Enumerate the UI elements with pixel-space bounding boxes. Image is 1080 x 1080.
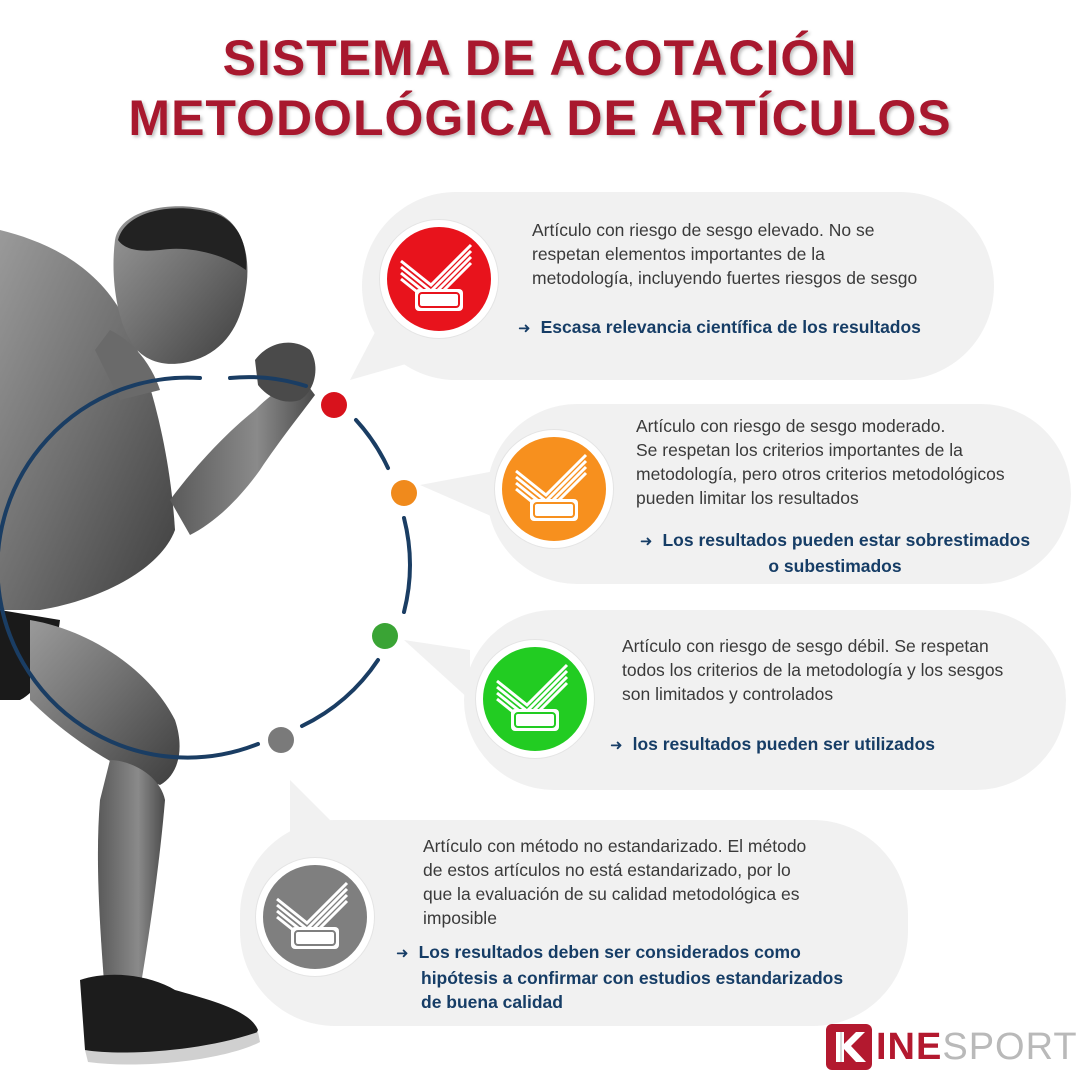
badge-non-standard — [256, 858, 374, 976]
arrow-right-icon: ➜ — [610, 737, 623, 754]
level-card-non-standard: Artículo con método no estandarizado. El… — [240, 820, 908, 1026]
level-result: ➜los resultados pueden ser utilizados — [610, 732, 935, 758]
level-card-high-risk: Artículo con riesgo de sesgo elevado. No… — [362, 192, 994, 380]
level-result: ➜Los resultados deben ser considerados c… — [396, 942, 844, 1012]
badge-high-risk — [380, 220, 498, 338]
level-result: ➜Escasa relevancia científica de los res… — [518, 315, 921, 341]
logo-wordmark: INESPORT — [876, 1026, 1078, 1068]
level-description: Artículo con riesgo de sesgo moderado. S… — [636, 416, 1005, 508]
arrow-right-icon: ➜ — [639, 533, 653, 550]
title-line-2: METODOLÓGICA DE ARTÍCULOS — [128, 90, 952, 146]
logo-k-mark — [826, 1024, 872, 1070]
level-card-moderate-risk: Artículo con riesgo de sesgo moderado. S… — [487, 404, 1071, 584]
level-card-low-risk: Artículo con riesgo de sesgo débil. Se r… — [464, 610, 1066, 790]
level-description: Artículo con riesgo de sesgo elevado. No… — [532, 220, 918, 288]
dot-low-risk — [372, 623, 398, 649]
level-description: Artículo con método no estandarizado. El… — [423, 836, 807, 928]
page-title: SISTEMA DE ACOTACIÓN METODOLÓGICA DE ART… — [0, 28, 1080, 148]
title-line-1: SISTEMA DE ACOTACIÓN — [222, 30, 858, 86]
k-letter-icon — [836, 1032, 866, 1062]
check-document-icon — [276, 881, 349, 949]
check-document-icon — [400, 243, 473, 311]
badge-moderate-risk — [495, 430, 613, 548]
badge-low-risk — [476, 640, 594, 758]
arrow-right-icon: ➜ — [518, 320, 531, 337]
level-result: ➜Los resultados pueden estar sobrestimad… — [639, 530, 1031, 576]
check-document-icon — [496, 663, 569, 731]
check-document-icon — [515, 453, 588, 521]
arrow-right-icon: ➜ — [396, 945, 409, 962]
kinesport-logo: INESPORT — [826, 1022, 1077, 1072]
level-description: Artículo con riesgo de sesgo débil. Se r… — [622, 636, 1004, 704]
dot-moderate-risk — [391, 480, 417, 506]
